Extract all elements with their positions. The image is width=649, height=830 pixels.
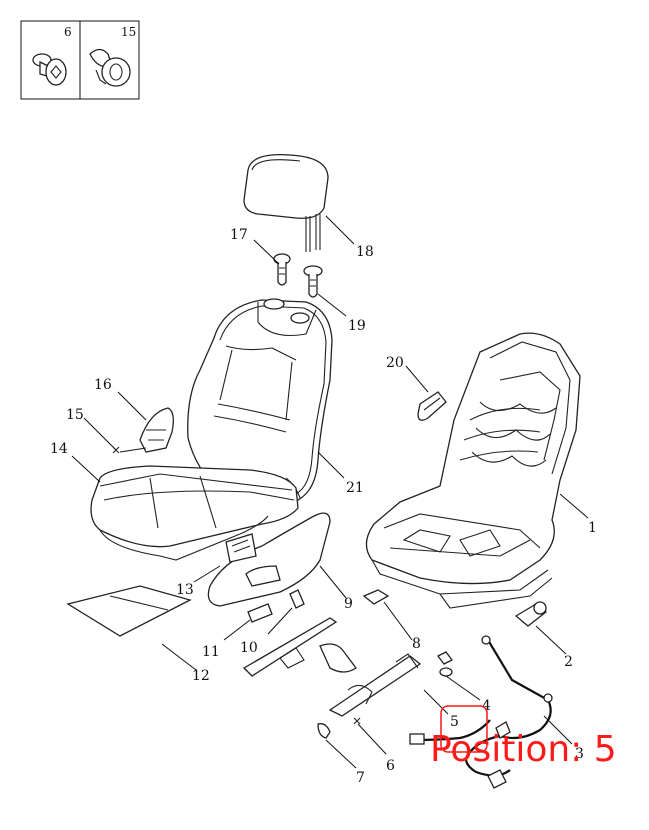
callout-7: 7 (356, 770, 365, 786)
side-airbag-bracket (119, 407, 174, 453)
leader-lines (71, 215, 589, 769)
callout-15: 15 (66, 407, 84, 423)
headrest-guide-left (273, 253, 291, 286)
callout-9: 9 (344, 596, 353, 612)
callout-6: 6 (386, 758, 395, 774)
headrest-guide-right (303, 265, 323, 298)
connector-20 (417, 391, 447, 421)
callout-10: 10 (240, 640, 258, 656)
inset-label-15: 15 (121, 25, 136, 39)
side-trim-panel (207, 512, 331, 607)
callout-14: 14 (50, 441, 68, 457)
slider-track (242, 617, 422, 717)
callout-21: 21 (346, 480, 364, 496)
adjuster-motor (514, 601, 548, 627)
clip-nut-icon (89, 48, 131, 87)
switch-module (225, 533, 257, 563)
lever-switch (289, 589, 305, 609)
callout-2: 2 (564, 654, 573, 670)
fastener-inset: 6 15 (20, 20, 140, 100)
seatback-cover (187, 298, 333, 501)
clip-7 (317, 723, 331, 739)
callout-5: 5 (450, 714, 459, 730)
callout-19: 19 (348, 318, 366, 334)
callout-labels: 1 2 3 4 5 6 7 8 9 10 11 12 13 14 15 16 1… (50, 227, 597, 786)
callout-20: 20 (386, 355, 404, 371)
nut-4 (437, 651, 453, 677)
position-label: Position: 5 (430, 729, 617, 770)
position-highlight: Position: 5 (430, 705, 617, 770)
bottom-cover-plate (66, 585, 192, 637)
callout-18: 18 (356, 244, 374, 260)
switch-cap (247, 603, 273, 623)
seat-frame (365, 332, 581, 609)
callout-16: 16 (94, 377, 112, 393)
seat-cushion (90, 465, 299, 561)
callout-8: 8 (412, 636, 421, 652)
headrest (243, 153, 329, 252)
callout-13: 13 (176, 582, 194, 598)
wiring-harness (409, 635, 553, 789)
trim-clip-8 (362, 589, 390, 605)
callout-4: 4 (482, 698, 491, 714)
callout-11: 11 (202, 644, 220, 660)
callout-17: 17 (230, 227, 248, 243)
highlight-box (440, 705, 488, 753)
inset-label-6: 6 (64, 25, 72, 39)
callout-12: 12 (192, 668, 210, 684)
callout-1: 1 (588, 520, 597, 536)
bolt-icon (32, 53, 67, 86)
callout-3: 3 (575, 746, 584, 762)
fastener-marks (112, 446, 361, 725)
